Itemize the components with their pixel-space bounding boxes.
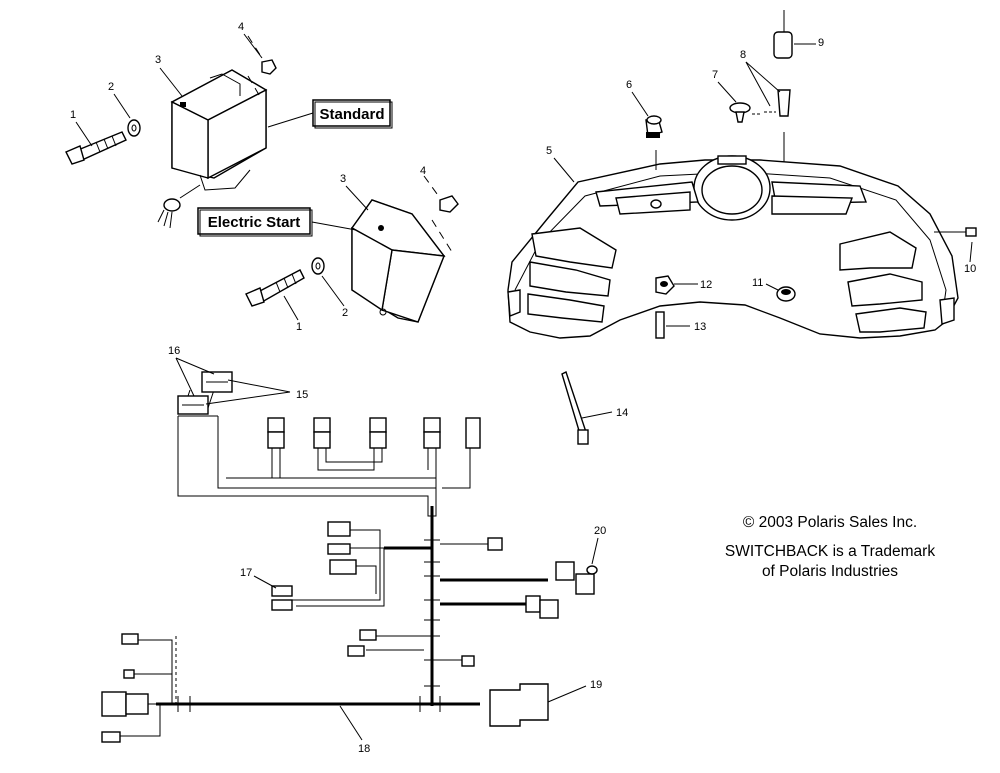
push-rivet-7 bbox=[729, 102, 760, 123]
callout-2: 2 bbox=[108, 81, 114, 93]
callout-10: 10 bbox=[964, 263, 976, 275]
screw-10 bbox=[934, 227, 977, 237]
callout-9: 9 bbox=[818, 37, 824, 49]
callout-2b: 2 bbox=[342, 307, 348, 319]
copyright-notice: © 2003 Polaris Sales Inc. bbox=[700, 513, 960, 533]
callout-20: 20 bbox=[594, 525, 606, 537]
callout-15: 15 bbox=[296, 389, 308, 401]
callout-7: 7 bbox=[712, 69, 718, 81]
callout-8: 8 bbox=[740, 49, 746, 61]
trademark-notice: SWITCHBACK is a Trademark of Polaris Ind… bbox=[690, 542, 970, 582]
grommet-11 bbox=[776, 286, 796, 302]
nut-4a bbox=[261, 59, 277, 75]
pin-13 bbox=[655, 311, 665, 339]
callout-12: 12 bbox=[700, 279, 712, 291]
standard-label-box: Standard bbox=[267, 99, 393, 129]
callout-16: 16 bbox=[168, 345, 180, 357]
bulb-socket-8-9 bbox=[764, 10, 793, 162]
cdi-box-electric-start bbox=[350, 199, 446, 323]
standard-label: Standard bbox=[319, 106, 384, 123]
ground-terminal bbox=[157, 184, 201, 229]
callout-11: 11 bbox=[752, 277, 763, 289]
dash-panel-5 bbox=[507, 155, 959, 339]
copyright-line: © 2003 Polaris Sales Inc. bbox=[742, 514, 918, 531]
electric-start-label-box: Electric Start bbox=[197, 207, 357, 237]
callout-13: 13 bbox=[694, 321, 706, 333]
callout-14: 14 bbox=[616, 407, 628, 419]
callout-5: 5 bbox=[546, 145, 552, 157]
cable-tie-14 bbox=[561, 371, 589, 445]
callout-6: 6 bbox=[626, 79, 632, 91]
trademark-line-1: SWITCHBACK is a Trademark bbox=[724, 543, 936, 560]
callout-3b: 3 bbox=[340, 173, 346, 185]
wire-harness-18 bbox=[101, 371, 598, 743]
callout-4b: 4 bbox=[420, 165, 426, 177]
callout-18: 18 bbox=[358, 743, 370, 755]
callout-19: 19 bbox=[590, 679, 602, 691]
electric-start-label: Electric Start bbox=[208, 214, 301, 231]
switch-6 bbox=[645, 115, 663, 170]
nut-12 bbox=[655, 275, 675, 295]
callout-4: 4 bbox=[238, 21, 244, 33]
callout-1b: 1 bbox=[296, 321, 302, 333]
callout-1: 1 bbox=[70, 109, 76, 121]
bolt-1b bbox=[245, 269, 305, 307]
cdi-box-standard bbox=[170, 69, 268, 191]
callout-17: 17 bbox=[240, 567, 252, 579]
bolt-1a bbox=[65, 131, 127, 165]
nut-4b bbox=[439, 195, 459, 213]
callout-3: 3 bbox=[155, 54, 161, 66]
trademark-line-2: of Polaris Industries bbox=[761, 563, 899, 580]
